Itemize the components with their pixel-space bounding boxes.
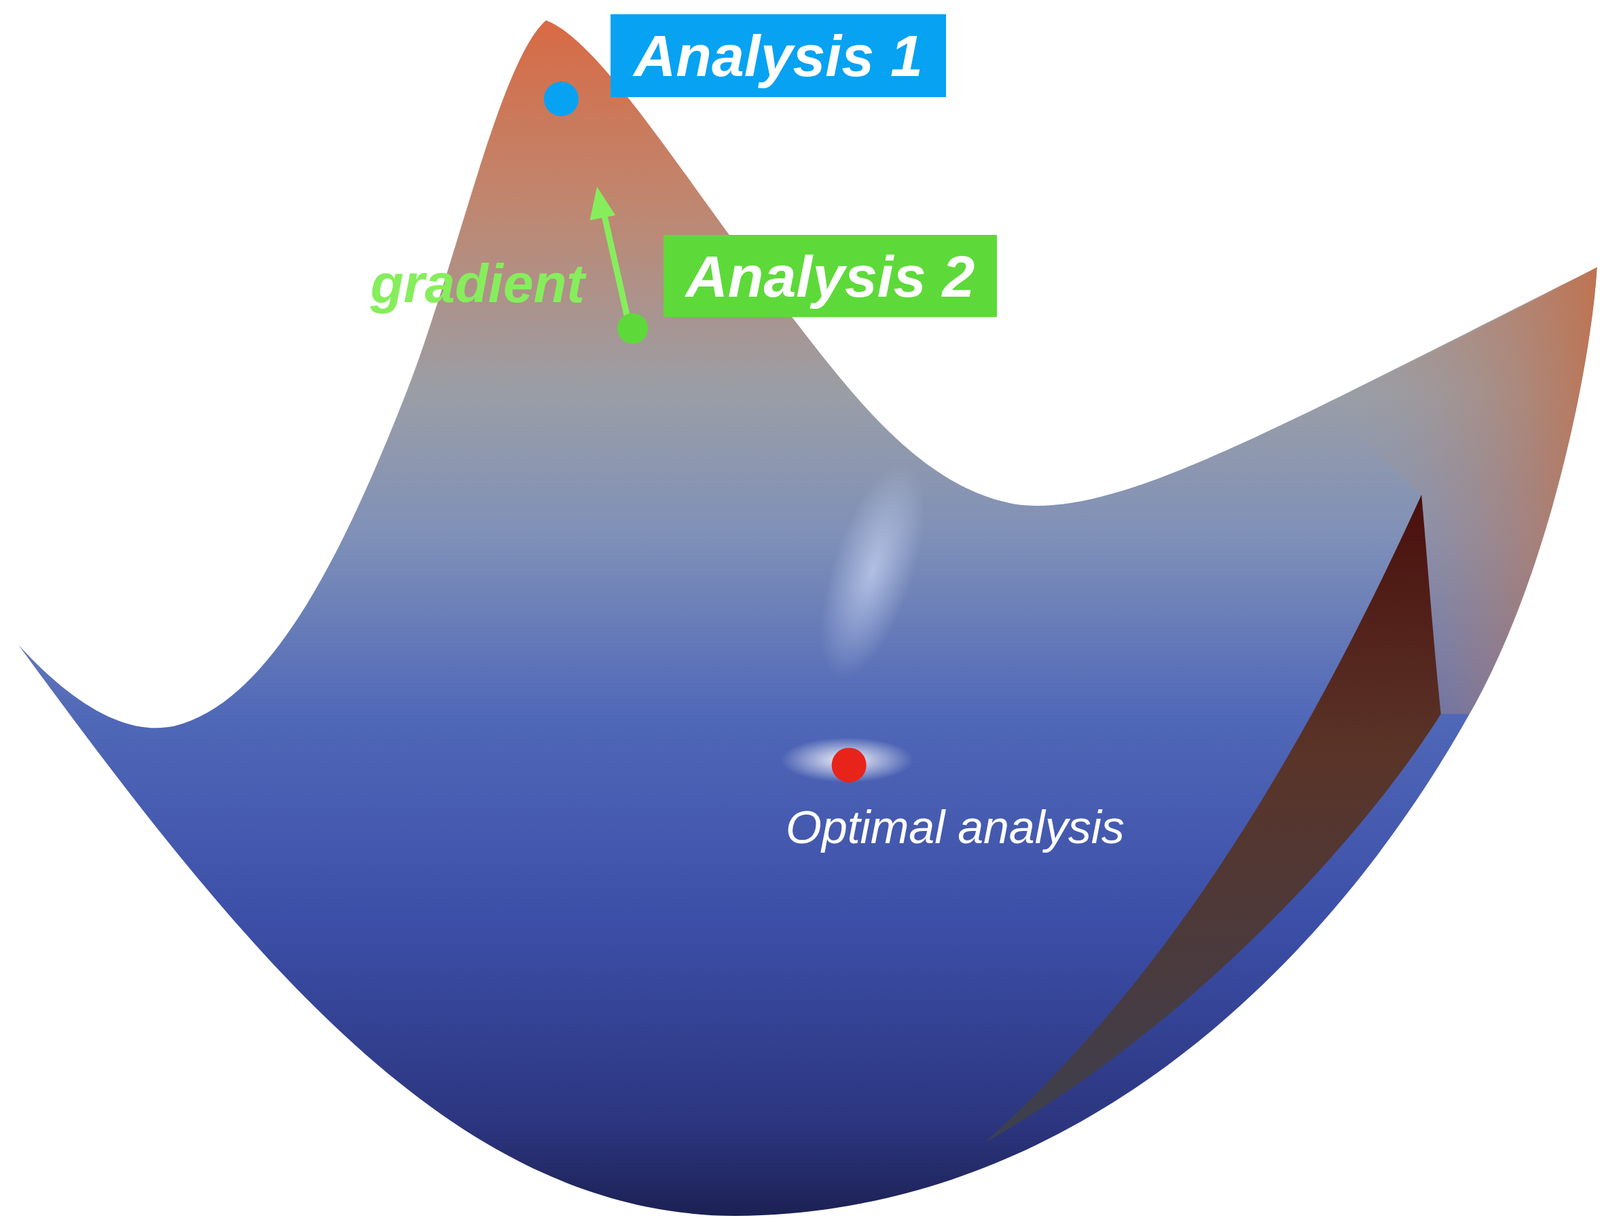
gradient-arrowhead	[590, 186, 616, 221]
minimum-label: Optimal analysis	[785, 804, 1125, 851]
analysis-1-dot	[543, 81, 579, 117]
analysis-box: Analysis 1	[610, 14, 947, 98]
box-label: Analysis 2	[685, 247, 975, 306]
gradient-label: gradient	[370, 256, 585, 312]
optimal-dot	[831, 747, 867, 783]
analysis-box: Analysis 2	[663, 234, 997, 318]
minimum-glint	[780, 737, 913, 783]
box-label: Analysis 1	[633, 26, 923, 85]
analysis-2-dot	[617, 313, 648, 344]
gradient-arrow	[604, 214, 629, 319]
surface-streak	[798, 452, 946, 692]
surface	[18, 20, 1598, 1217]
